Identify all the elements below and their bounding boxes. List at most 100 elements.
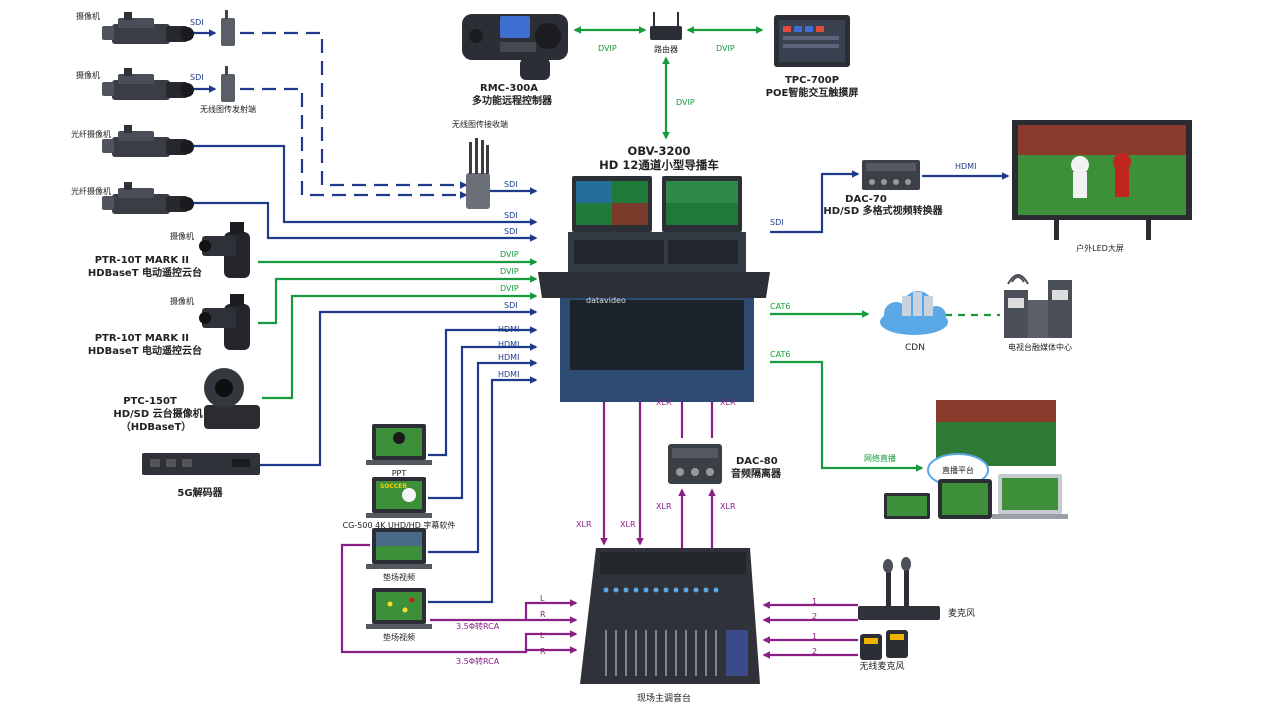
platform-label: 直播平台 xyxy=(942,466,974,475)
link-dvip-rmc: DVIP xyxy=(598,44,617,53)
link-mic-ch1: 1 xyxy=(812,597,818,606)
link-hdmi-ppt: HDMI xyxy=(498,325,520,334)
ptc-title: PTC-150T xyxy=(123,396,177,407)
ptr-2-camera-label: 摄像机 xyxy=(170,297,194,306)
dac80-icon xyxy=(668,444,722,484)
laptop-ppt-icon xyxy=(366,424,432,465)
filler-2-label: 垫场视频 xyxy=(383,633,415,642)
led-label: 户外LED大屏 xyxy=(1076,244,1124,253)
fiber-camera-2-icon xyxy=(102,182,194,214)
laptop-filler2-icon xyxy=(366,588,432,629)
wire-ptc-obv xyxy=(262,292,538,400)
dac80-desc: 音频隔离器 xyxy=(731,469,781,480)
link-dvip-obv: DVIP xyxy=(676,98,695,107)
wireless-mic-label: 无线麦克风 xyxy=(859,662,905,672)
wireless-tx-label: 无线图传发射端 xyxy=(200,105,256,114)
camera-2-label: 摄像机 xyxy=(76,71,100,80)
rmc-desc: 多功能远程控制器 xyxy=(472,96,552,107)
link-xlr-4: XLR xyxy=(720,398,736,407)
wire-filler2-obv xyxy=(428,376,538,604)
ptr-1-subtitle: HDBaseT 电动遥控云台 xyxy=(87,268,202,279)
dac70-model: DAC-70 xyxy=(845,194,887,205)
link-sdi-fiber1: SDI xyxy=(504,211,518,220)
wire-wireless-1 xyxy=(240,31,468,189)
fiber-camera-2-label: 光纤摄像机 xyxy=(71,187,111,196)
led-screen-icon xyxy=(1012,120,1192,240)
link-sdi-cam2: SDI xyxy=(190,73,204,82)
ptc-camera-icon xyxy=(204,368,260,429)
wire-decoder-obv xyxy=(258,308,538,467)
link-dvip-ptr2: DVIP xyxy=(500,267,519,276)
link-hdmi-led: HDMI xyxy=(955,162,977,171)
tv-center-icon xyxy=(1004,274,1072,338)
ptc-subtitle: HD/SD 云台摄像机 xyxy=(113,409,203,420)
obv-desk-icon xyxy=(538,176,770,402)
link-sdi-cam1: SDI xyxy=(190,18,204,27)
camera-1-label: 摄像机 xyxy=(76,12,100,21)
cdn-cloud-icon xyxy=(880,291,948,335)
ptr-2-subtitle: HDBaseT 电动遥控云台 xyxy=(87,346,202,357)
link-hdmi-filler1: HDMI xyxy=(498,353,520,362)
link-sdi-rx: SDI xyxy=(504,180,518,189)
router-icon xyxy=(650,12,682,40)
wired-mic-label: 麦克风 xyxy=(948,609,976,619)
link-mic-ch2: 2 xyxy=(812,612,818,621)
link-r-1: R xyxy=(540,610,546,619)
wire-fiber1-obv xyxy=(183,144,538,226)
link-wmic-ch1: 1 xyxy=(812,632,818,641)
dac80-model: DAC-80 xyxy=(736,456,778,467)
router-label: 路由器 xyxy=(654,45,678,54)
link-sdi-decoder: SDI xyxy=(504,301,518,310)
link-hdmi-filler2: HDMI xyxy=(498,370,520,379)
link-cat6-cdn: CAT6 xyxy=(770,302,791,311)
dac70-icon xyxy=(862,160,920,190)
fiber-camera-1-label: 光纤摄像机 xyxy=(71,130,111,139)
wire-ppt-obv xyxy=(428,326,538,457)
obv-model: OBV-3200 xyxy=(627,144,691,158)
link-xlr-6: XLR xyxy=(720,502,736,511)
mixer-label: 现场主调音台 xyxy=(636,694,692,704)
dac70-desc: HD/SD 多格式视频转换器 xyxy=(823,206,943,217)
tpc-touchscreen-icon xyxy=(774,15,850,67)
live-platform-icon xyxy=(884,400,1068,519)
ptr-1-title: PTR-10T MARK II xyxy=(94,255,189,266)
wire-obv-live xyxy=(770,360,924,472)
ptr-2-title: PTR-10T MARK II xyxy=(94,333,189,344)
wireless-tx-icon xyxy=(221,10,235,102)
wireless-mic-icon xyxy=(860,630,908,660)
decoder-label: 5G解码器 xyxy=(177,488,223,499)
rmc-model: RMC-300A xyxy=(480,83,538,94)
wire-obv-dac70 xyxy=(770,170,860,234)
fiber-camera-1-icon xyxy=(102,125,194,157)
link-hdmi-cg: HDMI xyxy=(498,340,520,349)
link-dvip-ptc: DVIP xyxy=(500,284,519,293)
rmc-controller-icon xyxy=(462,14,568,80)
link-cat6-live: CAT6 xyxy=(770,350,791,359)
camera-2-icon xyxy=(102,68,194,100)
laptop-cg-icon xyxy=(366,477,432,518)
tpc-model: TPC-700P xyxy=(784,75,840,86)
wire-filler1-obv xyxy=(428,359,538,554)
ptc-subtitle-2: （HDBaseT） xyxy=(120,422,192,433)
link-live-label: 网络直播 xyxy=(864,454,896,463)
camera-1-icon xyxy=(102,12,194,44)
link-sdi-dac70: SDI xyxy=(770,218,784,227)
wireless-rx-icon xyxy=(466,138,490,209)
wire-filler1-mixer-l xyxy=(340,543,578,654)
wire-cg-obv xyxy=(428,343,538,500)
wire-ptr2-obv xyxy=(258,275,538,325)
obv-brand: datavideo xyxy=(586,296,626,305)
wire-filler1-mixer-r xyxy=(524,646,578,654)
link-xlr-5: XLR xyxy=(656,502,672,511)
laptop-filler1-icon xyxy=(366,528,432,569)
link-rca-2: 3.5Φ转RCA xyxy=(456,657,500,666)
audio-wires xyxy=(340,388,858,659)
wire-wireless-2 xyxy=(240,87,468,199)
link-l-1: L xyxy=(540,594,545,603)
cg-logo: SOCCER xyxy=(380,483,407,490)
decoder-icon xyxy=(142,453,260,475)
link-r-2: R xyxy=(540,647,546,656)
filler-1-label: 垫场视频 xyxy=(383,573,415,582)
tpc-desc: POE智能交互触摸屏 xyxy=(765,88,859,99)
